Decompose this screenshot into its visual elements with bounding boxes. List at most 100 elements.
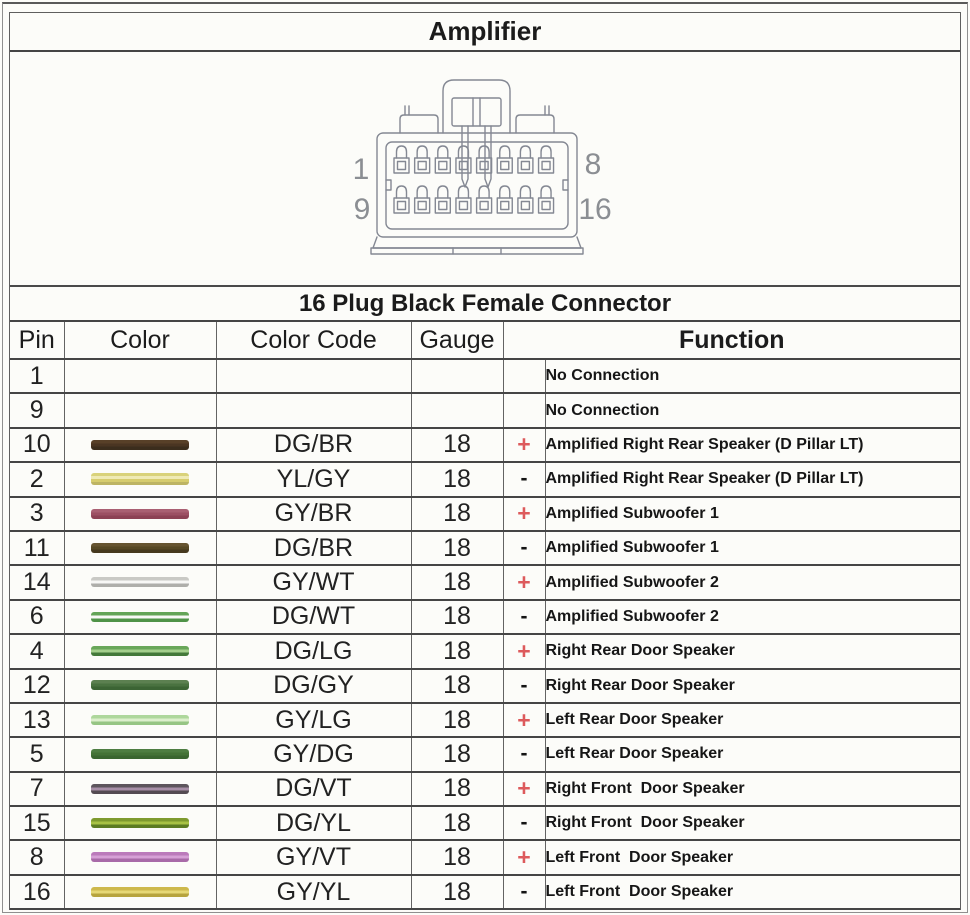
color-cell bbox=[63, 771, 216, 807]
pin-cell: 3 bbox=[29, 499, 44, 528]
polarity-cell: + bbox=[502, 427, 545, 463]
connector-body-outer bbox=[376, 132, 578, 238]
color-cell bbox=[63, 427, 216, 463]
col-header-pin: Pin bbox=[18, 325, 55, 354]
pin-cell: 4 bbox=[29, 636, 44, 665]
wire-color-swatch bbox=[91, 577, 189, 588]
color-cell bbox=[63, 702, 216, 738]
pin-label-16: 16 bbox=[578, 193, 611, 226]
polarity-cell: - bbox=[502, 668, 545, 703]
color-cell bbox=[63, 599, 216, 635]
connector-subtitle: 16 Plug Black Female Connector bbox=[10, 285, 960, 320]
col-header-gauge: Gauge bbox=[410, 321, 503, 359]
wire-color-swatch bbox=[91, 852, 189, 863]
color-cell bbox=[63, 737, 216, 772]
color-code-cell: YL/GY bbox=[215, 462, 411, 497]
color-cell bbox=[63, 496, 216, 531]
gauge-cell: 18 bbox=[410, 634, 503, 669]
wire-color-swatch bbox=[91, 473, 189, 486]
wire-color-swatch bbox=[91, 783, 189, 794]
color-cell bbox=[63, 530, 216, 566]
function-cell: Right Rear Door Speaker bbox=[544, 668, 960, 703]
wire-color-swatch bbox=[91, 542, 189, 553]
wire-color-swatch bbox=[91, 749, 189, 760]
polarity-cell bbox=[502, 393, 545, 428]
wire-color-swatch bbox=[91, 508, 189, 519]
page-title: Amplifier bbox=[428, 16, 542, 46]
color-code-cell: GY/BR bbox=[215, 496, 411, 531]
function-cell: Amplified Subwoofer 1 bbox=[544, 530, 960, 566]
color-code-cell: GY/VT bbox=[215, 840, 411, 875]
pin-cell: 16 bbox=[22, 877, 51, 906]
connector-left-bump bbox=[399, 114, 439, 134]
gauge-cell: 18 bbox=[410, 668, 503, 703]
polarity-cell: - bbox=[502, 530, 545, 566]
polarity-cell: - bbox=[502, 462, 545, 497]
gauge-cell: 18 bbox=[410, 565, 503, 600]
color-code-cell: DG/BR bbox=[215, 427, 411, 463]
function-cell: Left Rear Door Speaker bbox=[544, 702, 960, 738]
polarity-cell: - bbox=[502, 806, 545, 841]
color-cell bbox=[63, 634, 216, 669]
pin-cell: 13 bbox=[22, 705, 51, 734]
pin-label-1: 1 bbox=[353, 153, 370, 186]
connector-diagram: 1 8 9 16 bbox=[10, 52, 960, 285]
pin-cell: 15 bbox=[22, 808, 51, 837]
function-cell: Amplified Right Rear Speaker (D Pillar L… bbox=[544, 427, 960, 463]
gauge-cell: 18 bbox=[410, 806, 503, 841]
color-code-cell: DG/YL bbox=[215, 806, 411, 841]
wire-color-swatch bbox=[91, 439, 189, 450]
wire-color-swatch bbox=[91, 818, 189, 829]
color-cell bbox=[63, 393, 216, 428]
color-code-cell: GY/WT bbox=[215, 565, 411, 600]
wire-color-swatch bbox=[91, 680, 189, 691]
function-cell: Amplified Subwoofer 1 bbox=[544, 496, 960, 531]
wire-color-swatch bbox=[91, 714, 189, 725]
color-cell bbox=[63, 668, 216, 703]
polarity-cell: + bbox=[502, 840, 545, 875]
wire-color-swatch bbox=[91, 646, 189, 657]
connector-right-bump bbox=[515, 114, 555, 134]
pin-cell: 9 bbox=[29, 396, 44, 425]
gauge-cell: 18 bbox=[410, 874, 503, 910]
function-cell: Right Rear Door Speaker bbox=[544, 634, 960, 669]
pin-cell: 11 bbox=[23, 533, 50, 562]
color-cell bbox=[63, 565, 216, 600]
polarity-cell: + bbox=[502, 565, 545, 600]
color-code-cell: GY/DG bbox=[215, 737, 411, 772]
color-code-cell bbox=[215, 393, 411, 428]
color-code-cell bbox=[215, 359, 411, 394]
gauge-cell: 18 bbox=[410, 530, 503, 566]
wire-color-swatch bbox=[91, 611, 189, 622]
color-cell bbox=[63, 840, 216, 875]
page-title-bar: Amplifier bbox=[10, 12, 960, 52]
function-cell: Amplified Right Rear Speaker (D Pillar L… bbox=[544, 462, 960, 497]
color-code-cell: GY/YL bbox=[215, 874, 411, 910]
pin-cell: 5 bbox=[29, 739, 44, 768]
polarity-cell: - bbox=[502, 599, 545, 635]
color-code-cell: DG/GY bbox=[215, 668, 411, 703]
color-cell bbox=[63, 806, 216, 841]
polarity-cell: + bbox=[502, 771, 545, 807]
pin-cell: 12 bbox=[22, 671, 51, 700]
gauge-cell bbox=[410, 359, 503, 394]
function-cell: Right Front Door Speaker bbox=[544, 771, 960, 807]
pin-cell: 8 bbox=[29, 843, 44, 872]
function-cell: Amplified Subwoofer 2 bbox=[544, 565, 960, 600]
function-cell: Left Front Door Speaker bbox=[544, 874, 960, 910]
function-cell: Left Front Door Speaker bbox=[544, 840, 960, 875]
connector-drawing: 1 8 9 16 bbox=[353, 79, 612, 255]
wire-color-swatch bbox=[91, 886, 189, 897]
header-row: Pin Color Color Code Gauge Function bbox=[10, 321, 960, 359]
